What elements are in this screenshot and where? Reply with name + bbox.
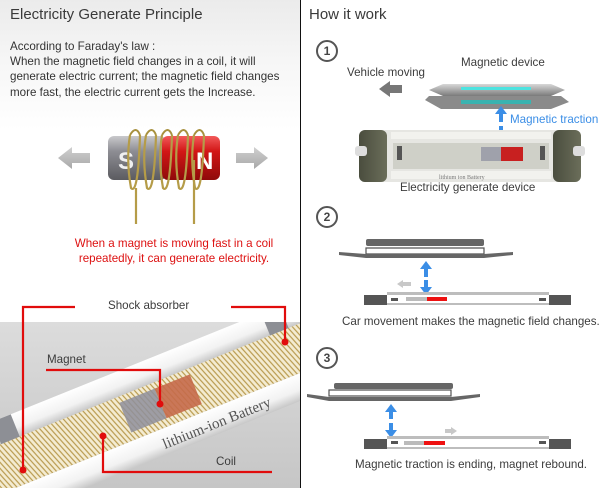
caption-line: repeatedly, it can generate electricity. xyxy=(78,252,270,266)
step-3-illustration xyxy=(307,383,571,449)
step-2-illustration xyxy=(339,239,571,305)
caption-line: When a magnet is moving fast in a coil xyxy=(74,237,274,250)
how-it-works-panel: How it work 1 Vehicle moving Magnetic de… xyxy=(301,0,600,488)
coil-icon xyxy=(127,134,206,224)
callout-lines xyxy=(19,305,289,474)
step-2-badge: 2 xyxy=(316,206,338,228)
battery-tube-top xyxy=(0,322,300,452)
coil-label: Coil xyxy=(216,455,236,468)
pad-base xyxy=(307,394,480,401)
faraday-law-text: According to Faraday's law : When the ma… xyxy=(10,39,300,100)
magnet-n-bar xyxy=(427,297,447,301)
callout-dot xyxy=(281,338,289,346)
law-line: When the magnetic field changes in a coi… xyxy=(10,55,256,69)
step-1-illustration: lithium ion Battery xyxy=(355,81,585,182)
traction-arrow-icon xyxy=(420,261,432,295)
magnet-s-bar xyxy=(404,441,424,445)
magnet-line xyxy=(46,368,162,404)
magnet-n-bar xyxy=(424,441,445,445)
pad-top xyxy=(334,383,453,389)
coil-line xyxy=(101,436,272,474)
magnet-n-block xyxy=(154,374,202,419)
magnet-south-pole xyxy=(108,136,166,180)
magnet-coil-illustration: S N xyxy=(58,129,268,224)
north-label: N xyxy=(196,148,213,175)
battery-tube-bottom xyxy=(0,363,300,488)
generator-battery-label: lithium ion Battery xyxy=(439,175,485,181)
generator-label: Electricity generate device xyxy=(400,181,536,194)
shock-absorber-left-line xyxy=(21,305,75,470)
magnet-s-bar xyxy=(406,297,427,301)
step-3-caption: Magnetic traction is ending, magnet rebo… xyxy=(355,458,588,471)
magnet-label: Magnet xyxy=(47,353,86,366)
magnetic-traction-label: Magnetic traction xyxy=(510,113,599,126)
vehicle-moving-label: Vehicle moving xyxy=(347,66,425,79)
principle-title: Electricity Generate Principle xyxy=(10,6,203,23)
south-label: S xyxy=(118,148,134,175)
step-3-badge: 3 xyxy=(316,347,338,369)
panel-divider xyxy=(300,0,301,488)
traction-arrow-icon xyxy=(385,404,397,438)
step-1-badge: 1 xyxy=(316,40,338,62)
generator-render: lithium-ion Battery xyxy=(0,322,300,488)
how-it-works-title: How it work xyxy=(309,6,387,23)
law-heading: According to Faraday's law : xyxy=(10,40,156,53)
callout-dot xyxy=(19,466,27,474)
callout-dot xyxy=(99,432,107,440)
pad-top xyxy=(366,239,484,246)
magnetic-device-label: Magnetic device xyxy=(461,56,545,69)
law-line: more fast, the electric current gets the… xyxy=(10,85,256,99)
magnet-caption: When a magnet is moving fast in a coil r… xyxy=(64,236,284,267)
magnet-move-left-icon xyxy=(397,280,411,288)
pad-base xyxy=(339,252,513,258)
step-2-caption: Car movement makes the magnetic field ch… xyxy=(342,315,600,328)
shock-absorber-right-line xyxy=(231,305,287,342)
law-line: generate electric current; the magnetic … xyxy=(10,70,280,84)
arrow-left-icon xyxy=(58,147,90,169)
arrow-right-icon xyxy=(236,147,268,169)
magnet-s-block xyxy=(119,388,167,433)
vehicle-arrow-icon xyxy=(379,81,402,97)
shock-absorber-label: Shock absorber xyxy=(108,299,190,312)
magnet-move-right-icon xyxy=(445,427,457,435)
callout-dot xyxy=(156,400,164,408)
coil-back-icon xyxy=(129,129,205,136)
principle-panel: Electricity Generate Principle According… xyxy=(0,0,300,488)
